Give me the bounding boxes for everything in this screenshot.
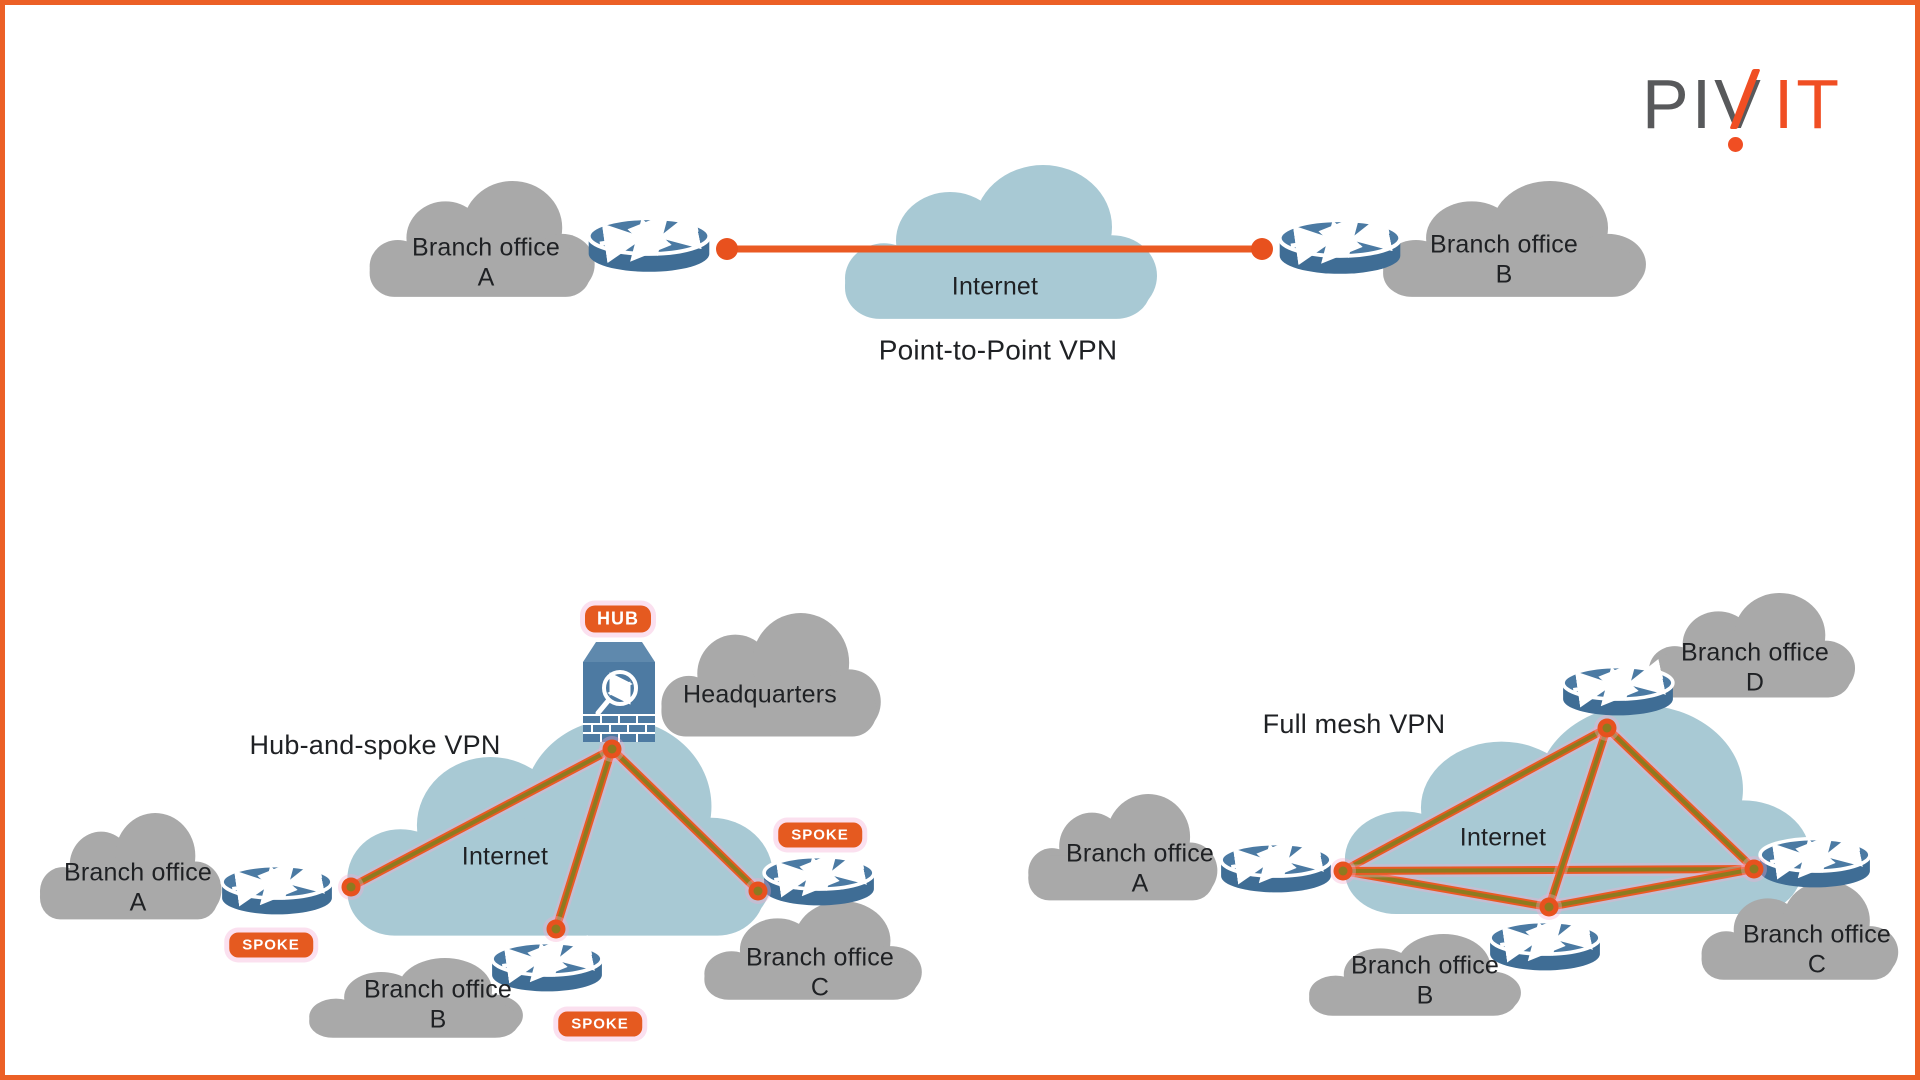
- vpn-tunnel-line: [549, 747, 619, 931]
- p2p-branch-b-cloud: [1383, 181, 1646, 297]
- connection-node: [745, 878, 771, 904]
- hub-spoke-branch-b-cloud: [309, 958, 523, 1038]
- vpn-tunnel-line: [607, 744, 763, 896]
- p2p-router-a-icon: [586, 209, 712, 272]
- p2p-internet-cloud: [845, 165, 1157, 319]
- headquarters-label: Headquarters: [683, 680, 837, 709]
- p2p-branch-b-label: Branch office B: [1429, 230, 1579, 289]
- hub-badge: HUB: [585, 605, 651, 633]
- connection-node: [1741, 856, 1767, 882]
- full-mesh-branch-b-cloud: [1309, 934, 1521, 1016]
- p2p-branch-a-label: Branch office A: [411, 233, 561, 292]
- hub-spoke-internet-cloud: [347, 719, 773, 936]
- p2p-caption: Point-to-Point VPN: [878, 334, 1118, 366]
- firewall-hub-icon: [583, 642, 655, 742]
- connection-node: [1536, 894, 1562, 920]
- p2p-endpoint-dot: [716, 238, 738, 260]
- full-mesh-branch-d-cloud: [1648, 593, 1856, 698]
- headquarters-cloud: [661, 613, 881, 737]
- hub-spoke-branch-a-cloud: [39, 813, 222, 920]
- vpn-tunnel-line: [1547, 862, 1756, 914]
- spoke-badge-c: SPOKE: [778, 822, 862, 848]
- full-mesh-branch-c-label: Branch office C: [1742, 920, 1892, 979]
- hub-spoke-branch-c-label: Branch office C: [745, 943, 895, 1002]
- full-mesh-branch-c-cloud: [1701, 881, 1899, 980]
- pivit-logo-orange-text: IT: [1773, 65, 1843, 143]
- full-mesh-router-d-icon: [1561, 658, 1675, 716]
- pivit-logo-dot-icon: [1728, 137, 1743, 152]
- vpn-tunnel-line: [1602, 723, 1759, 874]
- full-mesh-router-a-icon: [1219, 835, 1333, 893]
- spoke-badge-a: SPOKE: [229, 932, 313, 958]
- hub-spoke-router-b-icon: [490, 934, 604, 992]
- hub-spoke-title: Hub-and-spoke VPN: [249, 730, 501, 761]
- full-mesh-branch-a-label: Branch office A: [1065, 839, 1215, 898]
- full-mesh-title: Full mesh VPN: [1262, 709, 1446, 740]
- hub-spoke-branch-b-label: Branch office B: [363, 975, 513, 1034]
- spoke-badge-b: SPOKE: [558, 1011, 642, 1037]
- vpn-tunnel-line: [1542, 725, 1614, 910]
- network-scene: [39, 165, 1899, 1038]
- vpn-tunnel-line: [1339, 722, 1611, 877]
- p2p-router-b-icon: [1277, 211, 1403, 274]
- hub-spoke-branch-a-label: Branch office A: [63, 858, 213, 917]
- connection-node: [599, 736, 625, 762]
- hub-spoke-router-c-icon: [762, 848, 876, 906]
- full-mesh-internet-label: Internet: [1459, 823, 1547, 852]
- connection-node: [543, 916, 569, 942]
- hub-spoke-branch-c-cloud: [704, 901, 922, 1000]
- p2p-internet-label: Internet: [951, 272, 1039, 301]
- connection-node: [1594, 715, 1620, 741]
- full-mesh-branch-d-label: Branch office D: [1680, 638, 1830, 697]
- full-mesh-branch-b-label: Branch office B: [1350, 951, 1500, 1010]
- connection-node: [1330, 858, 1356, 884]
- p2p-endpoint-dot: [1251, 238, 1273, 260]
- full-mesh-branch-a-cloud: [1028, 794, 1218, 901]
- hub-spoke-router-a-icon: [220, 857, 334, 915]
- full-mesh-router-c-icon: [1758, 830, 1872, 888]
- hub-spoke-internet-label: Internet: [461, 842, 549, 871]
- vpn-tunnel-line: [1341, 864, 1551, 914]
- vpn-tunnel-line: [1342, 862, 1755, 878]
- p2p-branch-a-cloud: [369, 181, 595, 297]
- vpn-tunnel-line: [347, 743, 616, 893]
- full-mesh-router-b-icon: [1488, 913, 1602, 971]
- connection-node: [338, 874, 364, 900]
